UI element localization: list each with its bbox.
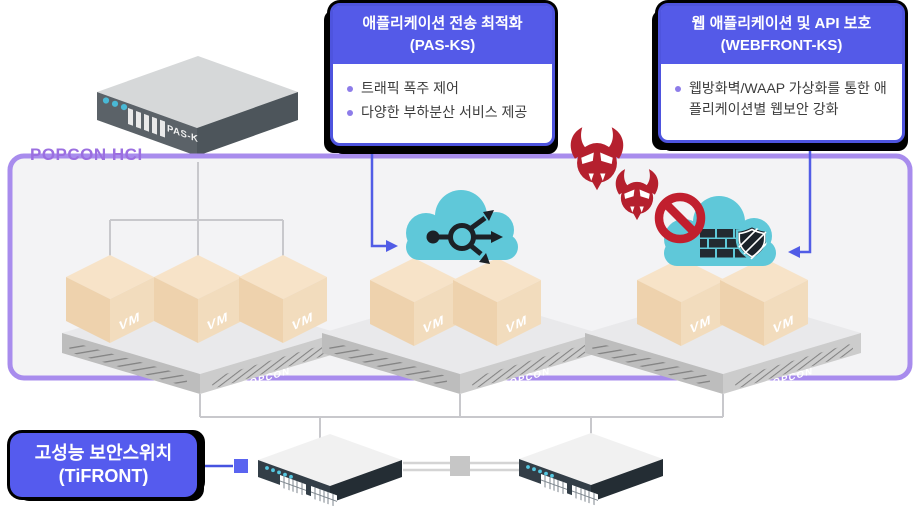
- switch-link: [403, 456, 519, 476]
- callout-webfront-ks-title: 웹 애플리케이션 및 API 보호 (WEBFRONT-KS): [661, 6, 902, 64]
- callout-arrows: [370, 134, 812, 258]
- callout-title-line2: (WEBFRONT-KS): [720, 36, 843, 54]
- vm-tree-lines: [109, 162, 284, 258]
- tifront-title-line1: 고성능 보안스위치: [34, 442, 173, 463]
- load-balancer-cloud: [406, 190, 518, 264]
- callout-title-line1: 애플리케이션 전송 최적화: [362, 15, 523, 32]
- shield-icon: [735, 224, 769, 261]
- tifront-switch-1: [257, 433, 403, 506]
- firewall-icon: [700, 229, 752, 258]
- switch-bus-lines: [199, 394, 724, 452]
- bullet-text: 웹방화벽/WAAP 가상화를 통한 애플리케이션별 웹보안 강화: [689, 79, 887, 118]
- callout-title-line2: (PAS-KS): [409, 36, 476, 54]
- pask-device: PAS-K: [97, 56, 298, 156]
- bullet-dot-icon: [347, 110, 353, 117]
- pas-arrow-line: [370, 136, 386, 248]
- tifront-box: 고성능 보안스위치 (TiFRONT): [10, 433, 197, 497]
- load-balancer-icon: [426, 210, 503, 264]
- link-aggregation-icon: [450, 456, 470, 476]
- led-icon: [111, 100, 119, 107]
- bullet-dot-icon: [347, 85, 353, 92]
- tifront-title-line2: (TiFRONT): [58, 466, 149, 486]
- tifront-connector: [200, 459, 248, 473]
- vm-cubes: VM VM VM VM VM VM VM: [66, 255, 808, 346]
- no-entry-icon: [654, 192, 706, 244]
- callout-webfront-ks: 웹 애플리케이션 및 API 보호 (WEBFRONT-KS) 웹방화벽/WAA…: [658, 3, 905, 143]
- led-icon: [102, 97, 110, 104]
- callout-webfront-ks-bullets: 웹방화벽/WAAP 가상화를 통한 애플리케이션별 웹보안 강화: [661, 64, 902, 140]
- callout-pas-ks: 애플리케이션 전송 최적화 (PAS-KS) 트래픽 폭주 제어 다양한 부하분…: [330, 3, 555, 146]
- arrow-head-icon: [386, 240, 398, 252]
- bullet-dot-icon: [675, 85, 681, 92]
- vent-slots-icon: [128, 108, 165, 138]
- callout-pas-ks-bullets: 트래픽 폭주 제어 다양한 부하분산 서비스 제공: [333, 64, 552, 143]
- bullet-text: 다양한 부하분산 서비스 제공: [361, 104, 528, 121]
- connector-node-icon: [234, 459, 248, 473]
- tifront-switch-2: [518, 432, 664, 506]
- arrow-head-icon: [788, 246, 800, 258]
- bullet-item: 웹방화벽/WAAP 가상화를 통한 애플리케이션별 웹보안 강화: [673, 78, 894, 121]
- hci-zone-label: POPCON HCI: [30, 145, 143, 164]
- bullet-item: 트래픽 폭주 제어: [345, 78, 544, 100]
- led-icon: [120, 104, 128, 111]
- callout-pas-ks-title: 애플리케이션 전송 최적화 (PAS-KS): [333, 6, 552, 64]
- webfront-arrow-line: [800, 134, 812, 254]
- bullet-item: 다양한 부하분산 서비스 제공: [345, 102, 544, 124]
- callout-title-line1: 웹 애플리케이션 및 API 보호: [691, 15, 872, 32]
- bullet-text: 트래픽 폭주 제어: [361, 79, 459, 96]
- waf-cloud: [664, 196, 776, 266]
